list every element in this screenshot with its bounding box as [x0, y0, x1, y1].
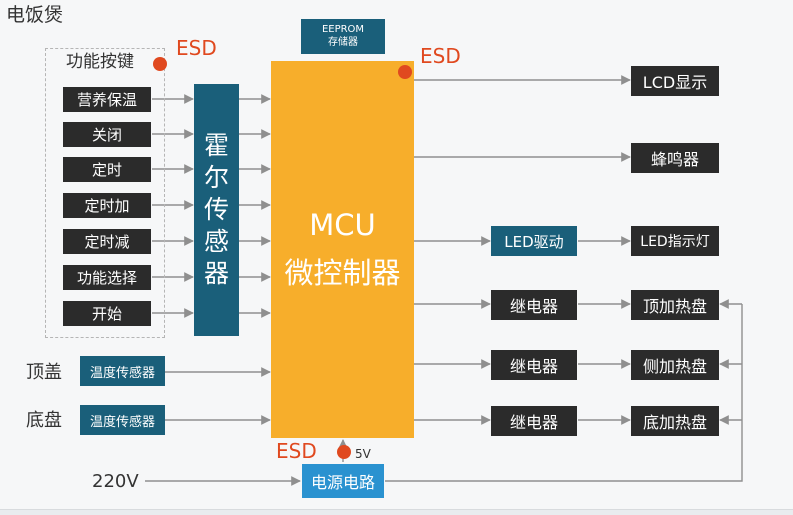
heater-side: 侧加热盘 [631, 350, 719, 380]
power-circuit-block: 电源电路 [302, 464, 384, 498]
key-timer-plus: 定时加 [63, 193, 151, 218]
key-start: 开始 [63, 301, 151, 326]
esd-label-keys: ESD [176, 36, 217, 60]
hall-sensor-block: 霍尔传感器 [194, 84, 239, 336]
key-nutrition-warm: 营养保温 [63, 87, 151, 112]
relay-bottom: 继电器 [491, 406, 577, 436]
power-5v-label: 5V [355, 447, 371, 461]
lcd-display-block: LCD显示 [631, 66, 719, 96]
relay-top: 继电器 [491, 290, 577, 320]
key-close: 关闭 [63, 122, 151, 147]
esd-marker-keys [153, 57, 167, 71]
led-driver-block: LED驱动 [491, 226, 577, 256]
key-timer-minus: 定时减 [63, 229, 151, 254]
esd-marker-power [337, 445, 351, 459]
mcu-block: MCU 微控制器 [271, 61, 414, 438]
footer-strip [0, 509, 793, 515]
key-timer: 定时 [63, 157, 151, 182]
mcu-line1: MCU [309, 207, 376, 242]
eeprom-block: EEPROM 存储器 [301, 19, 385, 54]
bottom-plate-label: 底盘 [26, 410, 62, 431]
top-lid-label: 顶盖 [26, 362, 62, 383]
function-keys-label: 功能按键 [66, 52, 134, 72]
temp-sensor-top: 温度传感器 [80, 356, 165, 386]
esd-label-power: ESD [276, 439, 317, 463]
power-input-label: 220V [92, 471, 139, 492]
eeprom-line2: 存储器 [328, 36, 358, 48]
led-indicator-block: LED指示灯 [631, 226, 719, 256]
esd-label-mcu: ESD [420, 44, 461, 68]
eeprom-line1: EEPROM [321, 24, 365, 35]
mcu-line2: 微控制器 [284, 255, 401, 290]
esd-marker-mcu [398, 65, 412, 79]
function-keys-group [45, 48, 165, 338]
key-function-select: 功能选择 [63, 265, 151, 290]
temp-sensor-bottom: 温度传感器 [80, 405, 165, 435]
diagram-title: 电饭煲 [6, 4, 64, 26]
relay-side: 继电器 [491, 350, 577, 380]
buzzer-block: 蜂鸣器 [631, 143, 719, 173]
heater-top: 顶加热盘 [631, 290, 719, 320]
heater-bottom: 底加热盘 [631, 406, 719, 436]
